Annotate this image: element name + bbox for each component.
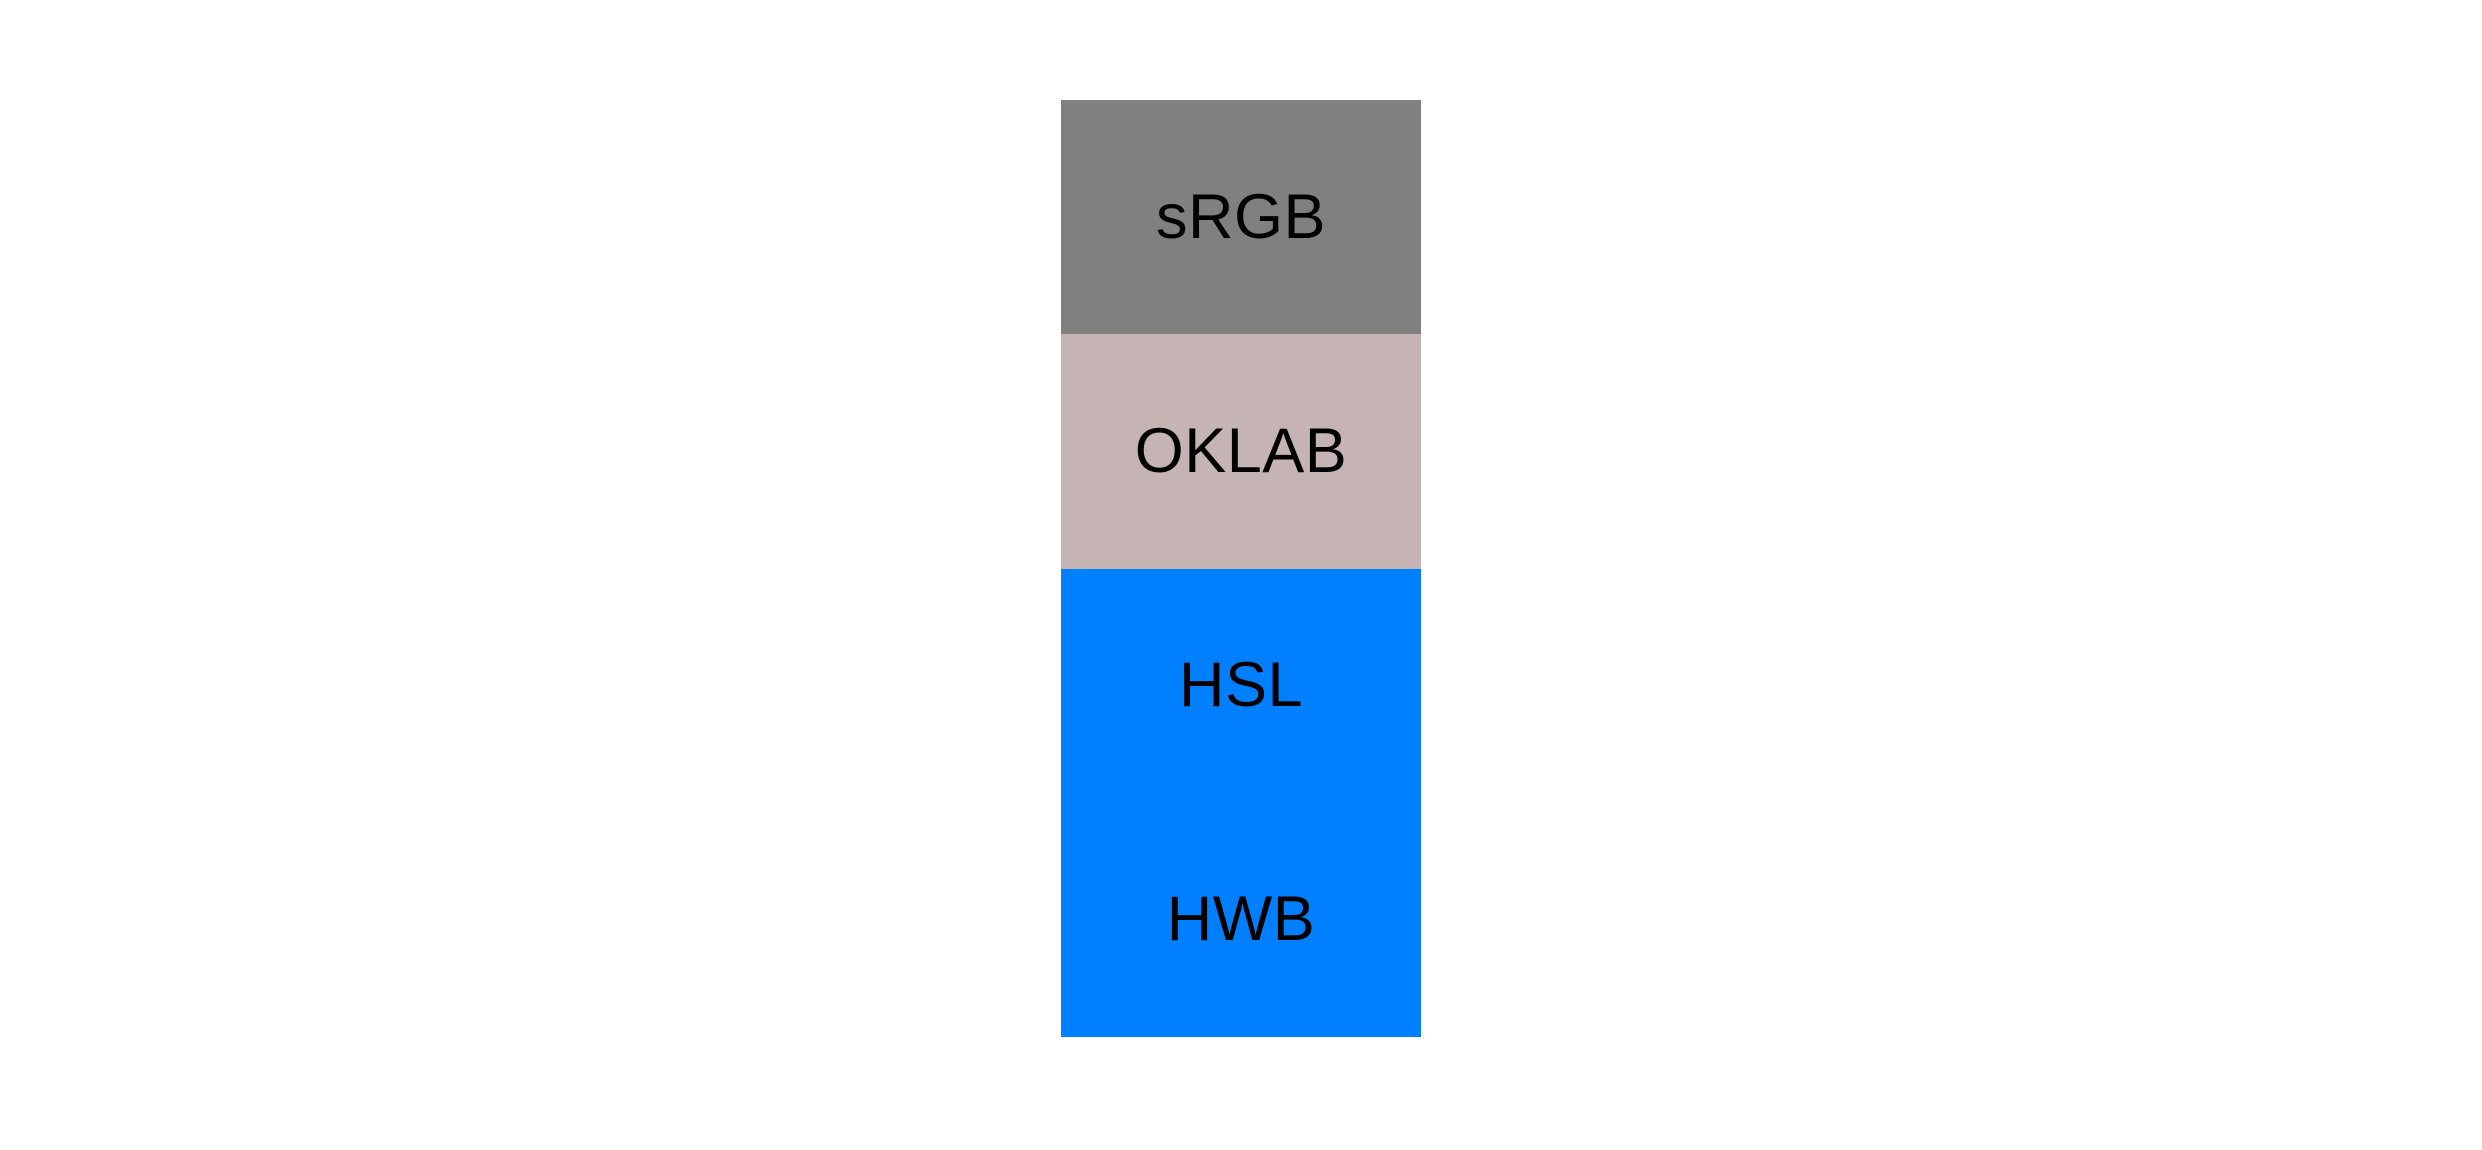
color-swatch-srgb: sRGB — [1061, 100, 1421, 335]
color-space-comparison-stack: sRGB OKLAB HSL HWB — [1061, 100, 1421, 1037]
color-swatch-oklab: OKLAB — [1061, 334, 1421, 569]
color-swatch-hsl: HSL — [1061, 568, 1421, 803]
swatch-label-srgb: sRGB — [1155, 181, 1327, 252]
swatch-label-hsl: HSL — [1178, 650, 1304, 721]
swatch-label-hwb: HWB — [1166, 884, 1316, 955]
color-swatch-hwb: HWB — [1061, 802, 1421, 1037]
swatch-label-oklab: OKLAB — [1134, 415, 1348, 486]
